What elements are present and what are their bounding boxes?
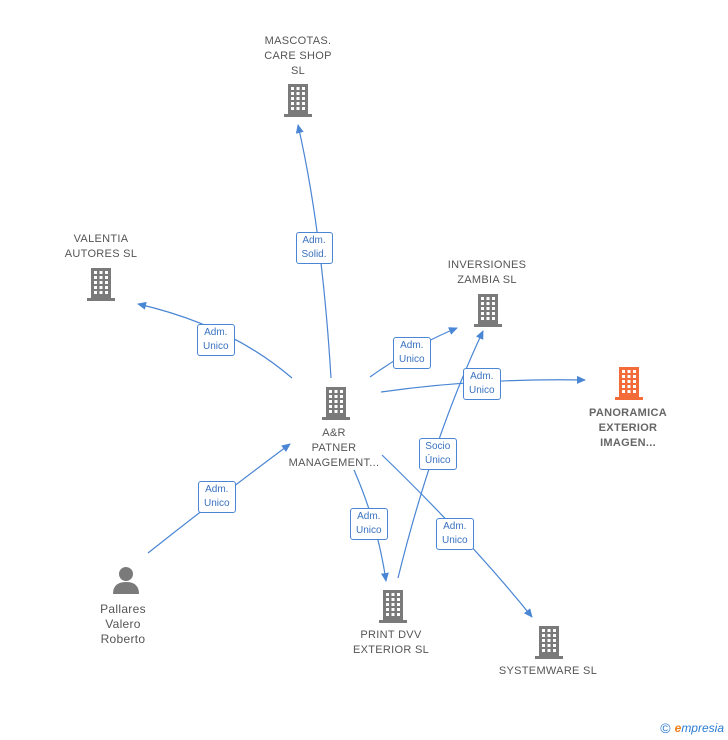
building-icon <box>87 268 115 301</box>
node-inversiones[interactable] <box>472 292 504 333</box>
edge-label-printdvv-inversiones[interactable]: Socio Único <box>419 438 457 470</box>
building-icon <box>284 84 312 117</box>
node-printdvv[interactable] <box>377 588 409 629</box>
node-label-valentia[interactable]: VALENTIA AUTORES SL <box>64 233 138 260</box>
node-label-apatner[interactable]: A&R PATNER MANAGEMENT... <box>288 427 380 469</box>
copyright-icon: © <box>660 720 671 736</box>
node-systemware[interactable] <box>533 624 565 665</box>
building-icon <box>322 387 350 420</box>
node-apatner[interactable] <box>320 385 352 426</box>
node-valentia[interactable] <box>85 266 117 307</box>
building-icon <box>379 590 407 623</box>
edge-label-apatner-inversiones[interactable]: Adm. Unico <box>393 337 431 369</box>
node-label-inversiones[interactable]: INVERSIONES ZAMBIA SL <box>447 259 527 286</box>
node-label-systemware[interactable]: SYSTEMWARE SL <box>498 665 598 677</box>
footer-brand: © empresia <box>660 720 724 736</box>
node-pallares[interactable] <box>111 565 141 600</box>
building-icon <box>474 294 502 327</box>
brand-logo[interactable]: empresia <box>674 721 724 735</box>
edge-label-apatner-systemware[interactable]: Adm. Unico <box>436 518 474 550</box>
edge-label-apatner-panoramica[interactable]: Adm. Unico <box>463 368 501 400</box>
building-icon <box>615 367 643 400</box>
edge-label-pallares-apatner[interactable]: Adm. Unico <box>198 481 236 513</box>
building-icon <box>535 626 563 659</box>
node-label-panoramica[interactable]: PANORAMICA EXTERIOR IMAGEN... <box>589 407 667 449</box>
person-icon <box>113 567 139 594</box>
node-label-mascotas[interactable]: MASCOTAS. CARE SHOP SL <box>264 35 332 77</box>
node-label-pallares[interactable]: Pallares Valero Roberto <box>100 602 146 646</box>
edge-label-apatner-valentia[interactable]: Adm. Unico <box>197 324 235 356</box>
edge-label-apatner-printdvv[interactable]: Adm. Unico <box>350 508 388 540</box>
edge-label-apatner-mascotas[interactable]: Adm. Solid. <box>295 232 333 264</box>
node-panoramica[interactable] <box>613 365 645 406</box>
node-label-printdvv[interactable]: PRINT DVV EXTERIOR SL <box>352 629 430 656</box>
node-mascotas[interactable] <box>282 82 314 123</box>
